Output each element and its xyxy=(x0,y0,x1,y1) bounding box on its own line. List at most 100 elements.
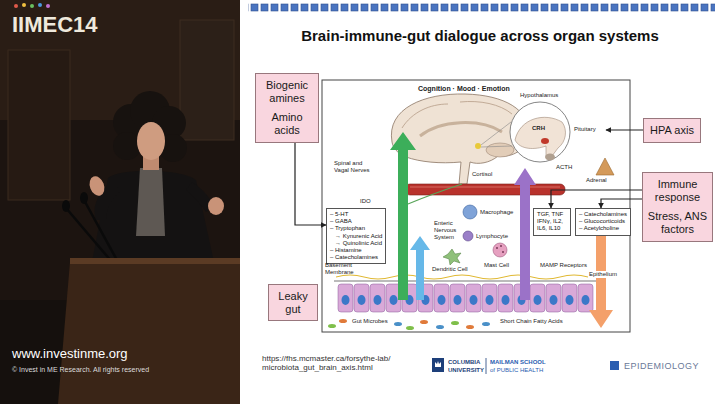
figure-label: IDO xyxy=(360,198,371,205)
signal-arrows xyxy=(390,132,416,300)
brain-illustration xyxy=(481,146,512,147)
hypothalamus-inset xyxy=(545,154,555,161)
signal-arrows xyxy=(410,236,430,300)
columbia-logo xyxy=(432,358,619,374)
epithelium-cells xyxy=(498,284,513,312)
brain-illustration xyxy=(391,94,528,184)
stage-background xyxy=(0,0,240,404)
gut-microbes xyxy=(394,322,402,326)
slide-title: Brain-immune-gut dialogue across organ s… xyxy=(301,27,659,44)
brain-illustration xyxy=(475,143,481,149)
figure-label: COLUMBIA xyxy=(448,359,480,366)
lectern xyxy=(58,262,240,404)
epithelium-cells xyxy=(438,295,446,305)
figure-label: ACTH xyxy=(556,164,572,171)
gut-microbes xyxy=(436,325,444,329)
epithelium-cells xyxy=(566,295,574,305)
columbia-logo xyxy=(435,361,441,367)
figure-label: UNIVERSITY xyxy=(448,367,484,374)
immune-cells xyxy=(500,245,502,247)
epithelium-cells xyxy=(486,295,494,305)
epithelium-cells xyxy=(434,284,449,312)
speaker-figure xyxy=(113,132,141,160)
logo-dots xyxy=(14,3,50,8)
lectern xyxy=(70,258,240,264)
connector xyxy=(551,190,642,208)
immune-cells xyxy=(463,231,473,241)
node-text: Immune response xyxy=(646,178,709,203)
hpa-leader-arrow xyxy=(606,129,643,130)
figure-label: Basement Membrane xyxy=(325,262,359,276)
node-text: Biogenic amines xyxy=(259,79,315,104)
figure-label: of PUBLIC HEALTH xyxy=(490,367,543,374)
gut-microbes xyxy=(406,326,414,330)
epithelium-cells xyxy=(370,284,385,312)
figure-label: MAILMAN SCHOOL xyxy=(490,359,546,366)
figure-label: Gut Microbes xyxy=(352,318,388,325)
logo-dots xyxy=(14,4,18,8)
adrenal-gland xyxy=(596,158,614,175)
figure-label: © Invest in ME Research. All rights rese… xyxy=(12,366,149,374)
figure-label: Hypothalamus xyxy=(520,92,558,99)
figure-label: EPIDEMIOLOGY xyxy=(624,361,699,371)
logo-dots xyxy=(46,4,50,8)
node-text: – 5-HT xyxy=(330,211,382,218)
node-text: → Kynurenic Acid xyxy=(330,233,382,240)
speaker-figure xyxy=(136,168,165,236)
hpa-leader-arrow xyxy=(606,130,643,131)
epithelium-cells xyxy=(466,284,481,312)
text-box: – Catecholamines– Glucocorticoids– Acety… xyxy=(575,208,631,236)
callout-box: Leaky gut xyxy=(268,284,318,321)
brain-illustration xyxy=(481,122,511,145)
figure-label: Cortisol xyxy=(472,171,492,178)
figure-label: Lymphocyte xyxy=(476,233,508,240)
blood-vessel xyxy=(405,184,565,195)
brain-illustration xyxy=(460,102,512,115)
immune-cells xyxy=(443,249,461,265)
signal-arrows xyxy=(589,234,613,328)
epithelium-cells xyxy=(374,295,382,305)
slide-background xyxy=(240,0,720,404)
stage-background xyxy=(0,0,240,404)
epithelium-cells xyxy=(530,284,545,312)
epithelium-cells xyxy=(334,281,598,282)
figure-label: Adrenal xyxy=(586,177,607,184)
columbia-logo xyxy=(610,361,619,370)
stage-background xyxy=(180,20,234,140)
node-text: Leaky gut xyxy=(272,290,314,315)
figure-label: Dendritic Cell xyxy=(432,266,468,273)
columbia-logo xyxy=(486,358,487,374)
node-text: – Catecholamines xyxy=(330,254,382,261)
figure-label: Spinal and Vagal Nerves xyxy=(334,160,378,174)
figure-label: MAMP Receptors xyxy=(540,262,587,269)
hypothalamus-inset xyxy=(541,138,549,144)
gut-microbes xyxy=(328,319,490,330)
epithelium-cells xyxy=(550,295,558,305)
callout-box: HPA axis xyxy=(643,118,701,143)
enteric-nerve-network xyxy=(336,275,588,279)
figure-label: IIMEC14 xyxy=(12,12,98,37)
brain-illustration xyxy=(420,123,502,136)
figure-label: CRH xyxy=(532,125,545,132)
node-text: – Histamine xyxy=(330,247,382,254)
figure-label: Short Chain Fatty Acids xyxy=(500,318,563,325)
figure-label: www.investinme.org xyxy=(12,347,128,362)
epithelium-cells xyxy=(454,295,462,305)
stage-background xyxy=(8,50,70,200)
epithelium-cells xyxy=(450,284,465,312)
speaker-figure xyxy=(87,91,224,262)
gut-microbes xyxy=(328,324,336,328)
node-text: – Catecholamines xyxy=(579,211,627,218)
microphone xyxy=(66,208,112,262)
figure-label: Macrophage xyxy=(480,209,513,216)
gut-microbes xyxy=(451,321,459,325)
figure-label: https://fhs.mcmaster.ca/forsythe-lab/ mi… xyxy=(262,354,427,372)
speaker-figure xyxy=(208,197,224,215)
blood-vessel xyxy=(410,187,560,188)
slide-background xyxy=(248,3,715,13)
gut-microbes xyxy=(420,320,428,324)
vagal-nerve xyxy=(408,184,462,204)
node-text: Amino acids xyxy=(259,111,315,136)
